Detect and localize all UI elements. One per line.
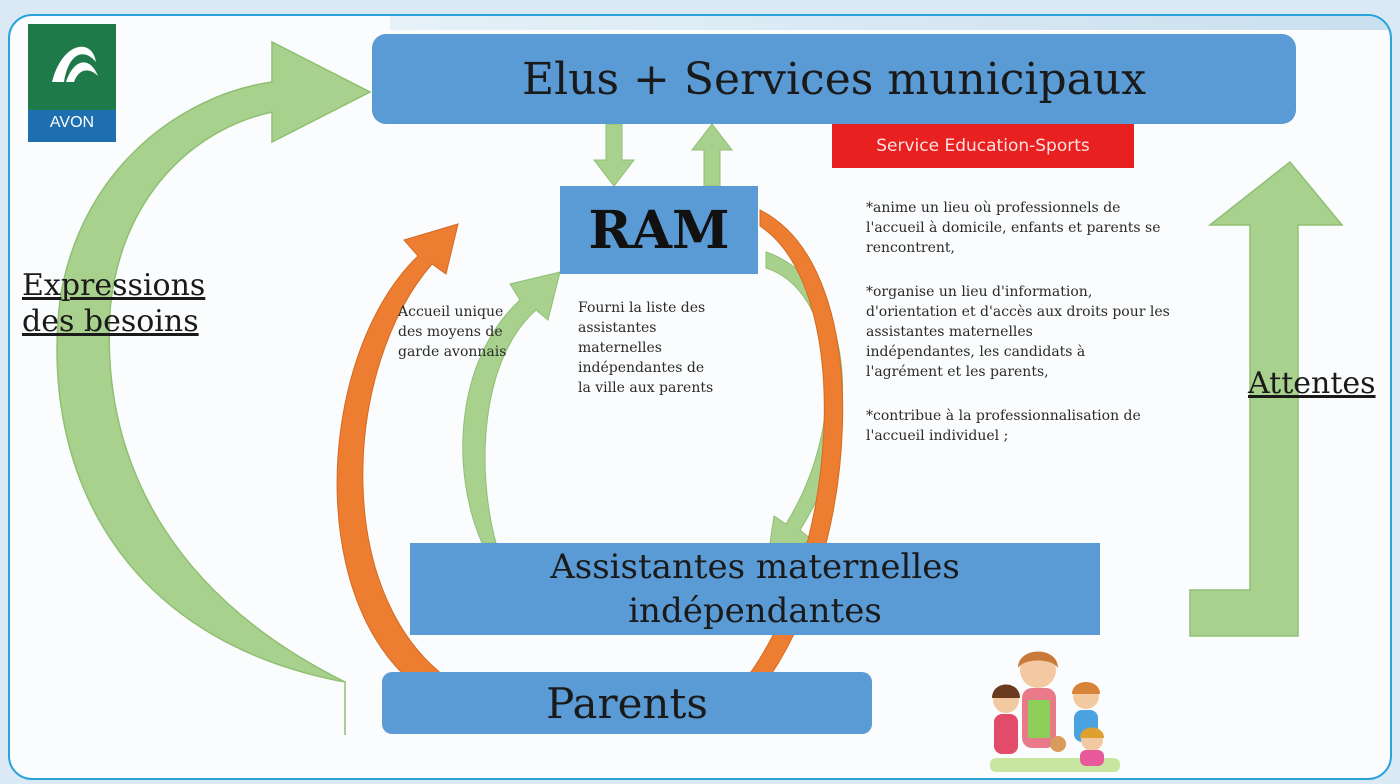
elus-services-box: Elus + Services municipaux [372, 34, 1296, 124]
ram-to-parents-arrow [719, 209, 844, 725]
assistantes-line1: Assistantes maternelles [550, 547, 960, 587]
parents-box: Parents [382, 672, 872, 734]
assistantes-box: Assistantes maternelles indépendantes [410, 543, 1100, 635]
expressions-arrow [56, 40, 372, 735]
mission-3: *contribue à la professionnalisation de … [866, 408, 1141, 444]
liste-note: Fourni la liste des assistantes maternel… [578, 300, 714, 396]
expressions-line1: Expressions [22, 268, 206, 303]
avon-logo-icon [52, 46, 98, 82]
service-education-tag: Service Education-Sports [832, 124, 1134, 168]
ram-box: RAM [560, 186, 758, 274]
mission-1: *anime un lieu où professionnels de l'ac… [866, 200, 1161, 256]
parents-to-ram-arrow [336, 223, 463, 707]
top-accent [390, 16, 1390, 30]
attentes-label: Attentes [1248, 366, 1376, 401]
attentes-arrow [1189, 160, 1344, 637]
logo-text: AVON [28, 110, 116, 142]
avon-logo: AVON [28, 24, 116, 142]
expressions-label: Expressions des besoins [22, 268, 205, 340]
assistantes-line2: indépendantes [628, 591, 882, 631]
down-arrow-to-ram [592, 123, 636, 187]
expressions-line2: des besoins [22, 304, 199, 339]
children-illustration [990, 651, 1120, 772]
accueil-note: Accueil unique des moyens de garde avonn… [398, 304, 507, 360]
am-to-ram-arrow [462, 271, 561, 544]
mission-2: *organise un lieu d'information, d'orien… [866, 284, 1170, 380]
up-arrow-from-ram [690, 123, 734, 187]
